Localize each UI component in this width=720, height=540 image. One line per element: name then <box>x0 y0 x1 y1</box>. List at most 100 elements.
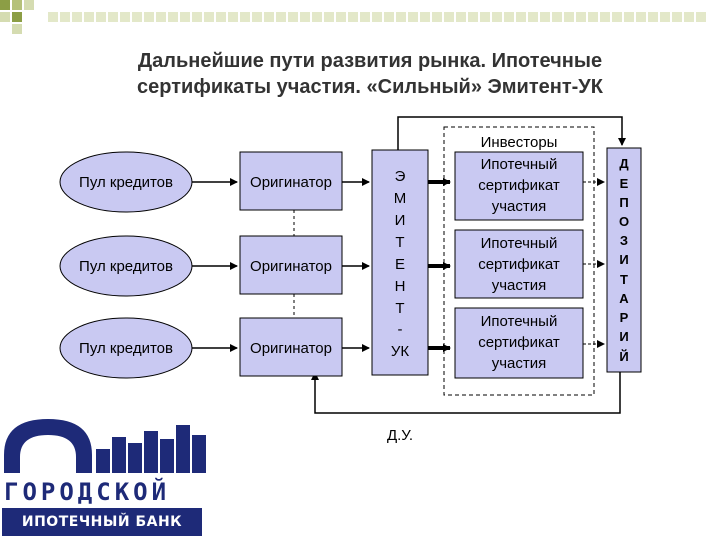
decor-square <box>300 12 310 22</box>
depositary-node <box>606 147 642 373</box>
depositary-letter: И <box>619 329 628 344</box>
depositary-letter: Р <box>620 310 629 325</box>
pool-label: Пул кредитов <box>79 340 173 357</box>
emitent-label: Э М И Т Е Н Т - УК <box>391 168 410 360</box>
certificate-line: сертификат <box>478 256 560 273</box>
decor-square <box>672 12 682 22</box>
decor-square <box>420 12 430 22</box>
slide-title: Дальнейшие пути развития рынка. Ипотечны… <box>40 48 700 100</box>
logo-block <box>160 439 174 473</box>
decor-square <box>540 12 550 22</box>
depositary-letter: Й <box>619 349 628 364</box>
emitent-letter: Э <box>395 168 406 185</box>
decor-square <box>84 12 94 22</box>
certificate-line: сертификат <box>478 177 560 194</box>
investors-label: Инвесторы <box>481 134 558 151</box>
decor-square <box>252 12 262 22</box>
decor-square <box>612 12 622 22</box>
decor-square <box>600 12 610 22</box>
decor-square <box>324 12 334 22</box>
logo-banner: ИПОТЕЧНЫЙ БАНК <box>2 508 202 536</box>
decor-square <box>120 12 130 22</box>
certificate-node <box>454 229 584 299</box>
decor-square <box>96 12 106 22</box>
originator-node <box>239 317 343 377</box>
decor-square <box>576 12 586 22</box>
certificate-line: участия <box>492 198 547 215</box>
du-label: Д.У. <box>387 427 413 444</box>
depositary-letter: А <box>619 291 629 306</box>
decor-square <box>12 12 22 22</box>
originator-node <box>239 151 343 211</box>
originator-label: Оригинатор <box>250 258 332 275</box>
logo-wordmark: ГОРОДСКОЙ <box>4 478 171 506</box>
logo-block <box>112 437 126 473</box>
decor-square <box>156 12 166 22</box>
decor-square <box>528 12 538 22</box>
decor-square <box>696 12 706 22</box>
decor-square <box>660 12 670 22</box>
pool-label: Пул кредитов <box>79 258 173 275</box>
depositary-letter: З <box>620 233 628 248</box>
decor-square <box>228 12 238 22</box>
certificate-line: сертификат <box>478 334 560 351</box>
decor-square <box>372 12 382 22</box>
originator-label: Оригинатор <box>250 340 332 357</box>
decor-square <box>588 12 598 22</box>
decor-square <box>516 12 526 22</box>
certificate-line: Ипотечный <box>481 235 558 252</box>
decor-square <box>336 12 346 22</box>
decor-square <box>0 12 10 22</box>
certificate-line: Ипотечный <box>481 313 558 330</box>
depositary-letter: Д <box>619 156 629 171</box>
certificate-node <box>454 151 584 221</box>
decor-square <box>12 24 22 34</box>
decor-square <box>384 12 394 22</box>
slide-title-line1: Дальнейшие пути развития рынка. Ипотечны… <box>137 50 603 72</box>
decor-square <box>432 12 442 22</box>
du-loop-line <box>311 372 621 414</box>
emitent-letter: - <box>398 321 403 338</box>
decor-square <box>180 12 190 22</box>
investors-group <box>443 126 595 396</box>
emitent-node <box>371 149 429 376</box>
decor-square <box>144 12 154 22</box>
logo-block <box>144 431 158 473</box>
logo-block <box>128 443 142 473</box>
emitent-letter: И <box>395 212 406 229</box>
emitent-letter: М <box>394 190 407 207</box>
decor-square <box>468 12 478 22</box>
decor-square <box>444 12 454 22</box>
pool-label: Пул кредитов <box>79 174 173 191</box>
certificate-node <box>454 307 584 379</box>
depositary-label: Д Е П О З И Т А Р И Й <box>619 156 629 364</box>
decor-square <box>408 12 418 22</box>
emitent-letter: Т <box>395 234 404 251</box>
decor-square <box>360 12 370 22</box>
certificate-line: участия <box>492 355 547 372</box>
decor-square <box>564 12 574 22</box>
decor-square <box>504 12 514 22</box>
decor-square <box>12 0 22 10</box>
decor-square <box>192 12 202 22</box>
decor-square <box>0 0 10 10</box>
logo-block <box>176 425 190 473</box>
decor-square <box>456 12 466 22</box>
depositary-letter: И <box>619 252 628 267</box>
decor-square <box>276 12 286 22</box>
originator-node <box>239 235 343 295</box>
certificate-line: Ипотечный <box>481 156 558 173</box>
decor-square <box>132 12 142 22</box>
decor-square <box>240 12 250 22</box>
decor-square <box>204 12 214 22</box>
depositary-letter: П <box>619 195 628 210</box>
corner-decoration <box>0 0 720 34</box>
emitent-letter: Т <box>395 300 404 317</box>
decor-square <box>288 12 298 22</box>
decor-square <box>684 12 694 22</box>
depositary-letter: О <box>619 214 629 229</box>
depositary-letter: Е <box>620 176 629 191</box>
decor-square <box>396 12 406 22</box>
decor-square <box>312 12 322 22</box>
